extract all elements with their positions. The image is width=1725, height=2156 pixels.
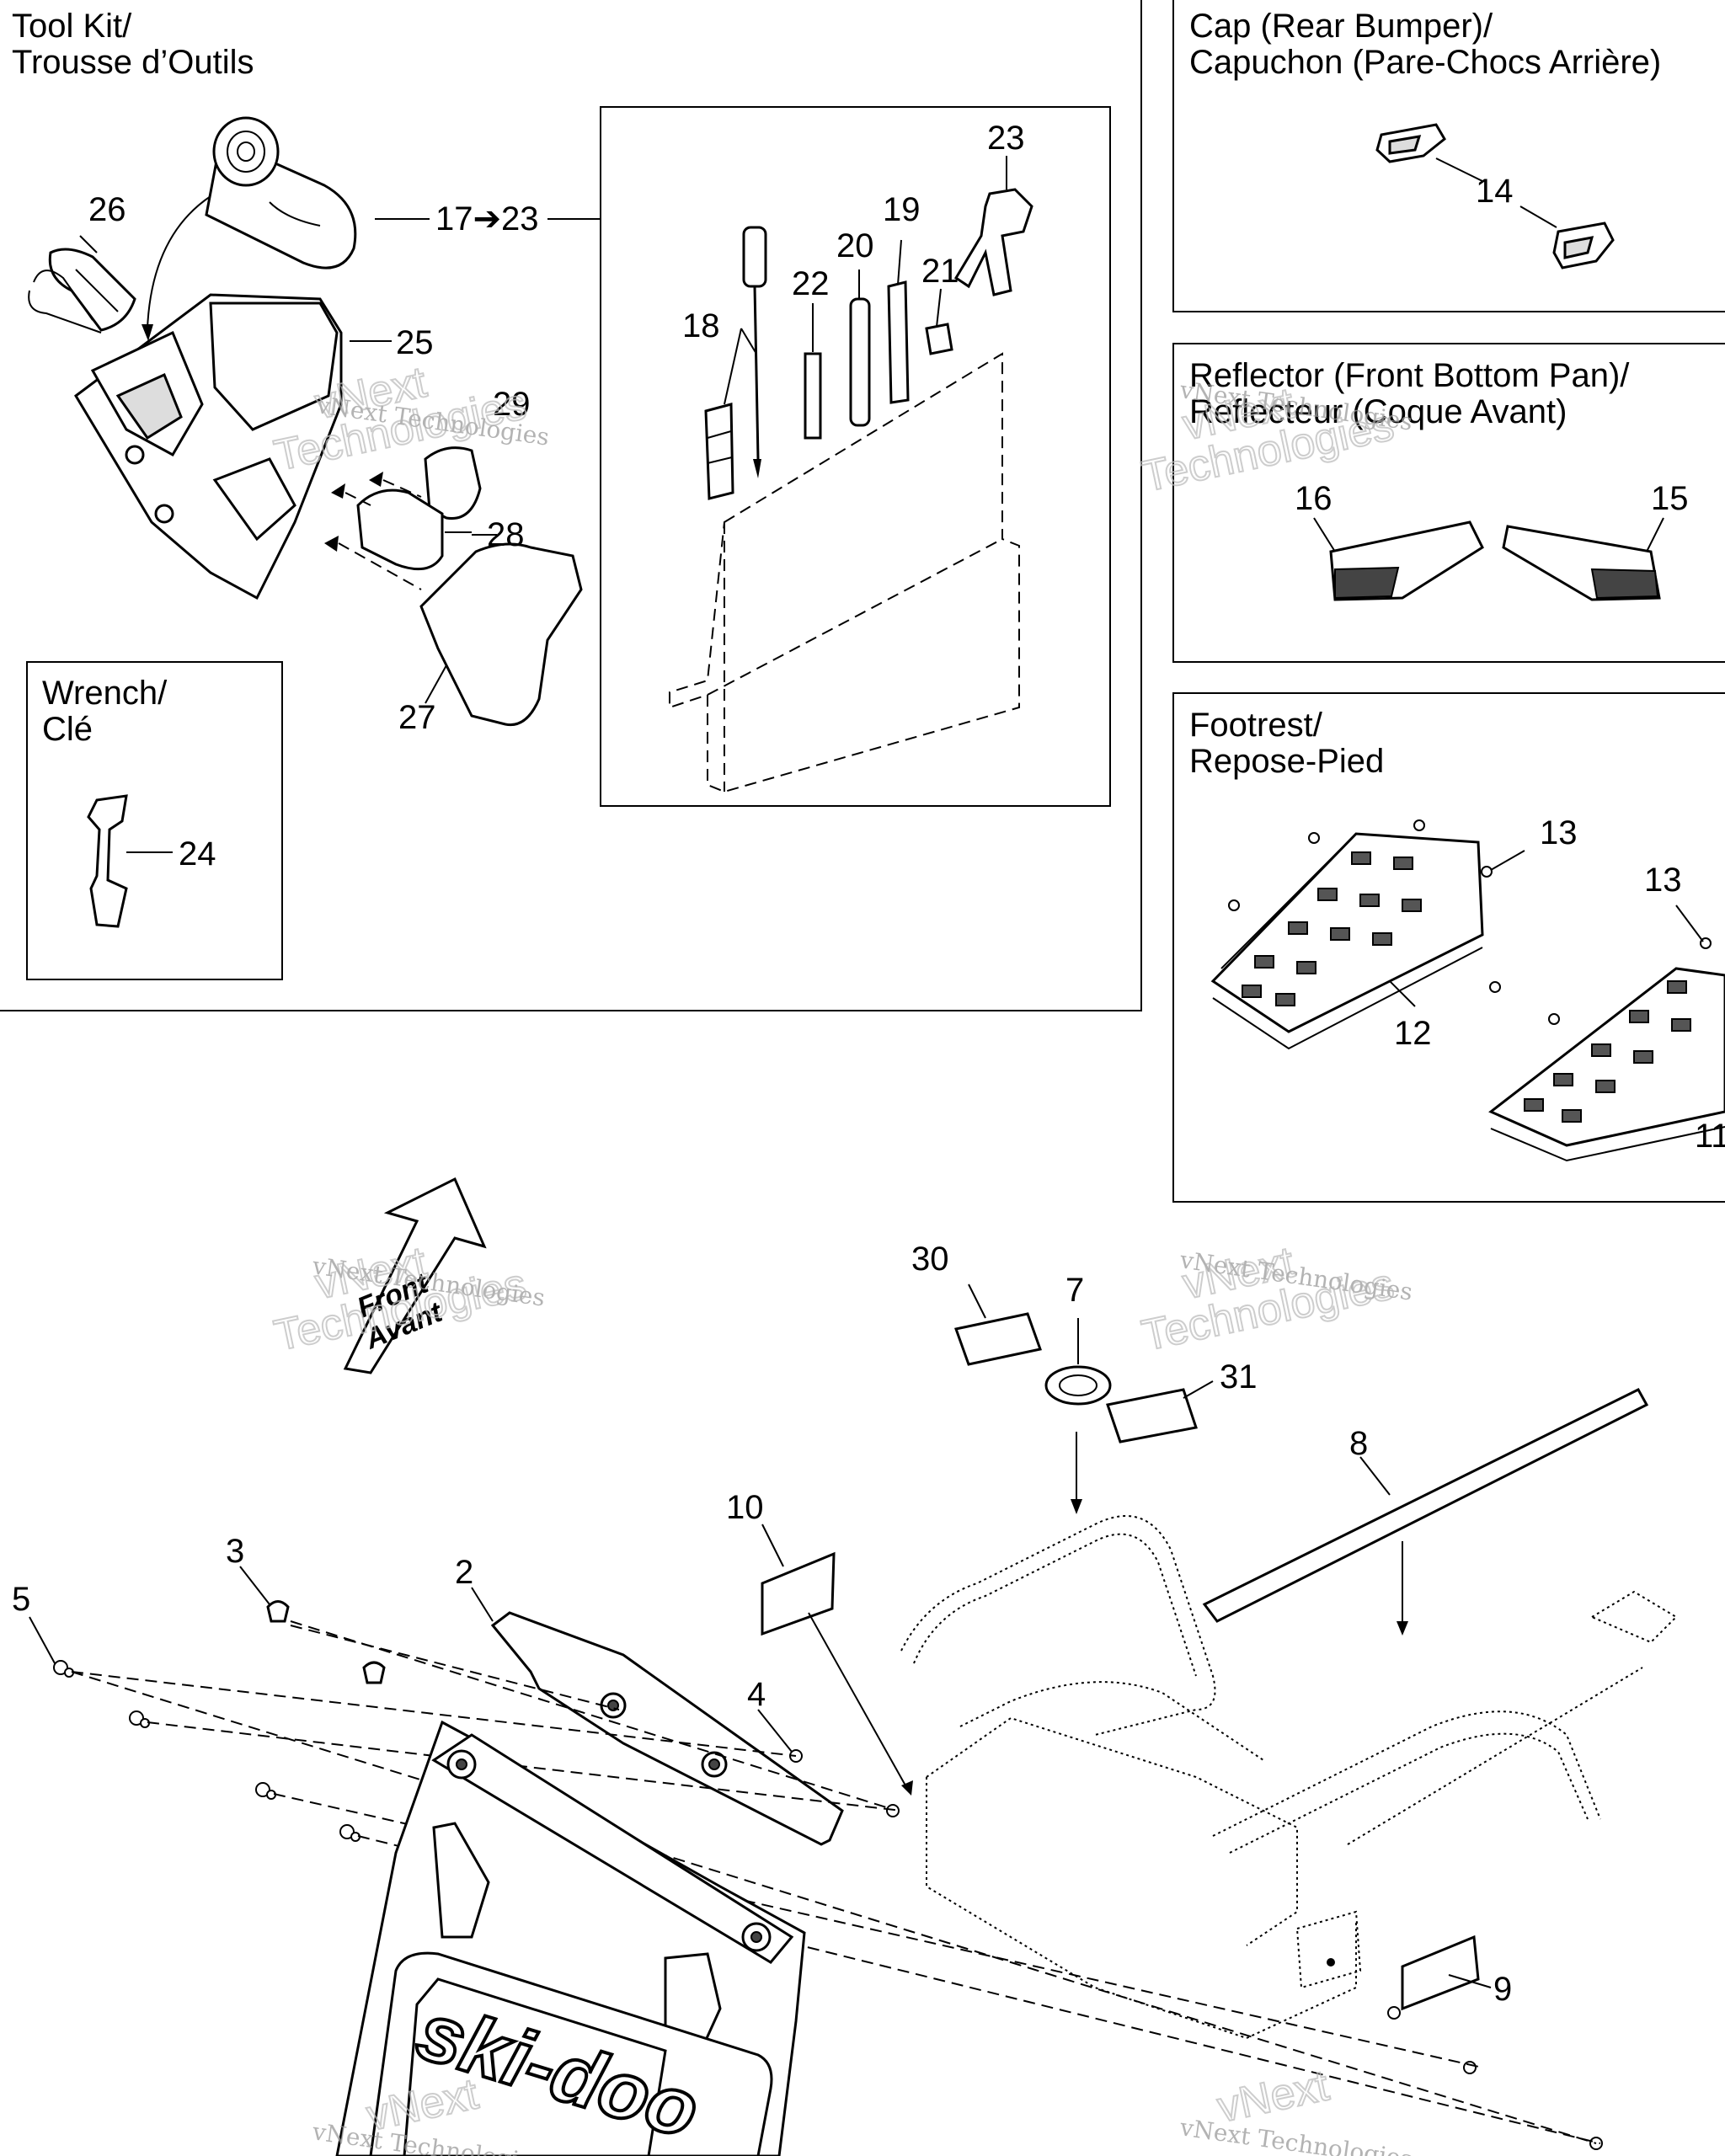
insert-28 (356, 488, 444, 571)
callout-8: 8 (1349, 1425, 1368, 1462)
wrench-24 (87, 794, 128, 928)
emblem-7 (1044, 1365, 1112, 1406)
cap-title-2: Capuchon (Pare-Chocs Arrière) (1189, 44, 1661, 81)
callout-29: 29 (493, 386, 531, 423)
decal-10 (761, 1551, 836, 1636)
footrest-title-2: Repose-Pied (1189, 743, 1384, 780)
callout-24: 24 (179, 835, 216, 873)
callout-7: 7 (1065, 1272, 1084, 1309)
cap-title-1: Cap (Rear Bumper)/ (1189, 8, 1493, 45)
watermark-6-small: vNext Technologies (1178, 2113, 1414, 2156)
callout-19: 19 (883, 191, 921, 228)
callout-2: 2 (455, 1554, 473, 1591)
callout-31: 31 (1220, 1358, 1258, 1396)
callout-11: 11 (1695, 1118, 1725, 1155)
ski-doo-logo: ski-doo (408, 1986, 709, 2156)
cap-frame (1172, 0, 1725, 312)
callout-15: 15 (1651, 480, 1689, 517)
callout-5: 5 (12, 1581, 30, 1618)
tool-pouch (205, 116, 357, 270)
decal-30 (954, 1312, 1042, 1366)
tool-box (74, 293, 343, 600)
callout-16: 16 (1295, 480, 1332, 517)
callout-21: 21 (921, 253, 959, 290)
rivet-3 (266, 1600, 290, 1623)
tool-kit-inset-frame (600, 106, 1111, 807)
callout-10: 10 (726, 1489, 764, 1526)
wrench-title-1: Wrench/ (42, 675, 168, 712)
snow-flap (335, 1720, 806, 2156)
front-direction-arrow (343, 1177, 487, 1374)
wrench-title-2: Clé (42, 711, 93, 748)
callout-28: 28 (487, 516, 525, 553)
wrench-frame (26, 661, 283, 980)
footrest-title-1: Footrest/ (1189, 707, 1323, 744)
callout-22: 22 (792, 265, 830, 302)
callout-9: 9 (1493, 1971, 1512, 2008)
callout-18: 18 (682, 307, 720, 344)
washer-nut-5 (53, 1660, 1603, 2150)
footrest-11 (1488, 967, 1725, 1162)
callout-13b: 13 (1644, 862, 1682, 899)
callout-4: 4 (747, 1676, 766, 1713)
strap (28, 248, 136, 334)
callout-14: 14 (1476, 173, 1514, 210)
footrest-screws (1228, 819, 1712, 1025)
bumper-bar-2 (490, 1611, 844, 1846)
inset-tools (669, 188, 1033, 793)
callout-25: 25 (396, 324, 434, 361)
decal-9 (1401, 1935, 1480, 2011)
reflector-frame (1172, 343, 1725, 663)
footrest-12 (1210, 832, 1484, 1050)
callout-27: 27 (398, 699, 436, 736)
reflector-title-2: Reflecteur (Coque Avant) (1189, 393, 1567, 430)
footrest-frame (1172, 692, 1725, 1203)
rear-frame-dotted (900, 1515, 1678, 2040)
insert-27 (419, 542, 583, 727)
callout-30: 30 (911, 1241, 949, 1278)
callout-13a: 13 (1540, 814, 1578, 851)
callout-17-23: 17➔23 (435, 200, 539, 237)
tool-kit-frame (0, 0, 1142, 1011)
decal-31 (1106, 1388, 1198, 1444)
tool-kit-title-2: Trousse d’Outils (12, 44, 254, 81)
callout-23: 23 (987, 120, 1025, 157)
insert-29 (424, 446, 482, 520)
callout-3: 3 (226, 1533, 244, 1570)
trim-strip-8 (1202, 1388, 1649, 1623)
callout-20: 20 (836, 227, 874, 264)
tool-kit-title-1: Tool Kit/ (12, 8, 132, 45)
callout-12: 12 (1394, 1015, 1432, 1052)
callout-26: 26 (88, 191, 126, 228)
reflector-title-1: Reflector (Front Bottom Pan)/ (1189, 357, 1630, 394)
